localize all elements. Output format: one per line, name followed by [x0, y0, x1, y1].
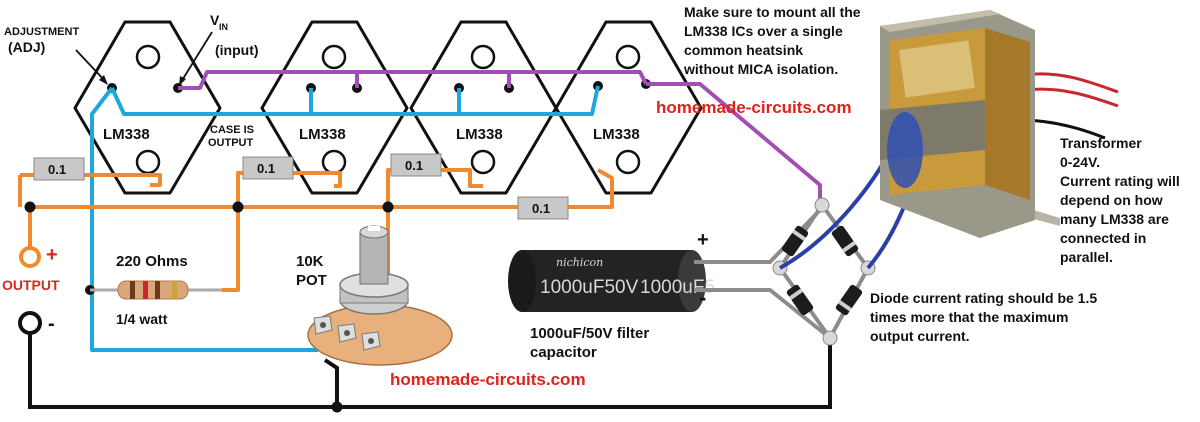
- diode-note-line1: Diode current rating should be 1.5: [870, 290, 1097, 306]
- svg-text:0.1: 0.1: [405, 158, 423, 173]
- heatsink-note-line4: without MICA isolation.: [683, 61, 838, 77]
- capacitor-plus: +: [697, 229, 709, 251]
- resistor-watt-label: 1/4 watt: [116, 311, 168, 327]
- ground-wire-black: [28, 333, 832, 409]
- output-minus-sign: -: [48, 313, 55, 335]
- pot-label-line2: POT: [296, 272, 327, 289]
- heatsink-note-line3: common heatsink: [684, 42, 803, 58]
- transformer-note-line1: Transformer: [1060, 135, 1142, 151]
- bridge-rectifier: [772, 197, 876, 346]
- diode-2: [831, 225, 859, 257]
- output-plus-sign: +: [46, 244, 58, 266]
- heatsink-note-line2: LM338 ICs over a single: [684, 23, 843, 39]
- transformer-note-line7: parallel.: [1060, 249, 1113, 265]
- adj-wire-blue: [90, 85, 600, 352]
- watermark-bottom: homemade-circuits.com: [390, 370, 586, 389]
- ic-4-label: LM338: [593, 126, 640, 143]
- input-wire-purple: [178, 70, 822, 202]
- output-positive-terminal: + OUTPUT: [2, 244, 60, 293]
- resistor-0-1-b: 0.1: [242, 156, 294, 180]
- capacitor-label-line2: capacitor: [530, 344, 597, 361]
- transformer-note-line4: depend on how: [1060, 192, 1163, 208]
- case-is-label: CASE IS: [210, 124, 254, 136]
- vin-arrow: [180, 31, 213, 83]
- resistor-220-ohm: [90, 280, 222, 300]
- diode-3: [786, 284, 814, 316]
- ic-2-label: LM338: [299, 126, 346, 143]
- transformer-note-line2: 0-24V.: [1060, 154, 1100, 170]
- transformer-note-line5: many LM338 are: [1060, 211, 1169, 227]
- transformer: [880, 10, 1119, 238]
- ic-1-label: LM338: [103, 126, 150, 143]
- adj-arrow: [75, 49, 107, 83]
- transformer-note-line6: connected in: [1060, 230, 1146, 246]
- resistor-0-1-c: 0.1: [390, 153, 442, 177]
- capacitor-minus: -: [699, 285, 706, 310]
- capacitor-marking-2: 1000uF5: [640, 277, 715, 298]
- capacitor-label-line1: 1000uF/50V filter: [530, 325, 649, 342]
- potentiometer-10k: [307, 225, 453, 366]
- output-label: OUTPUT: [2, 277, 60, 293]
- svg-text:0.1: 0.1: [532, 201, 550, 216]
- input-label: (input): [215, 42, 259, 58]
- vin-subscript: IN: [219, 22, 228, 32]
- output-negative-terminal: -: [18, 311, 55, 335]
- case-output-label: OUTPUT: [208, 137, 254, 149]
- diode-4: [835, 284, 863, 316]
- transformer-note-line3: Current rating will: [1060, 173, 1180, 189]
- adj-label: (ADJ): [8, 39, 45, 55]
- lm338-ic-2: LM338: [260, 20, 409, 195]
- resistor-220-label: 220 Ohms: [116, 253, 188, 270]
- watermark-top: homemade-circuits.com: [656, 98, 852, 117]
- resistor-0-1-d: 0.1: [517, 196, 569, 220]
- capacitor-leads: [694, 206, 832, 340]
- filter-capacitor: nichicon 1000uF50V 1000uF5: [508, 250, 715, 312]
- pot-ground-wire: [323, 358, 339, 407]
- ic-3-label: LM338: [456, 126, 503, 143]
- pot-label-line1: 10K: [296, 253, 324, 270]
- diode-note-line2: times more that the maximum: [870, 309, 1068, 325]
- lm338-ic-4: LM338: [554, 20, 703, 195]
- svg-text:0.1: 0.1: [48, 162, 66, 177]
- resistor-0-1-a: 0.1: [33, 157, 85, 181]
- heatsink-note-line1: Make sure to mount all the: [684, 4, 861, 20]
- vin-label: V: [210, 12, 220, 28]
- diode-note-line3: output current.: [870, 328, 970, 344]
- capacitor-brand: nichicon: [556, 256, 603, 269]
- svg-text:0.1: 0.1: [257, 161, 275, 176]
- adjustment-label: ADJUSTMENT: [4, 26, 79, 38]
- diode-1: [781, 225, 809, 257]
- capacitor-marking: 1000uF50V: [540, 277, 639, 298]
